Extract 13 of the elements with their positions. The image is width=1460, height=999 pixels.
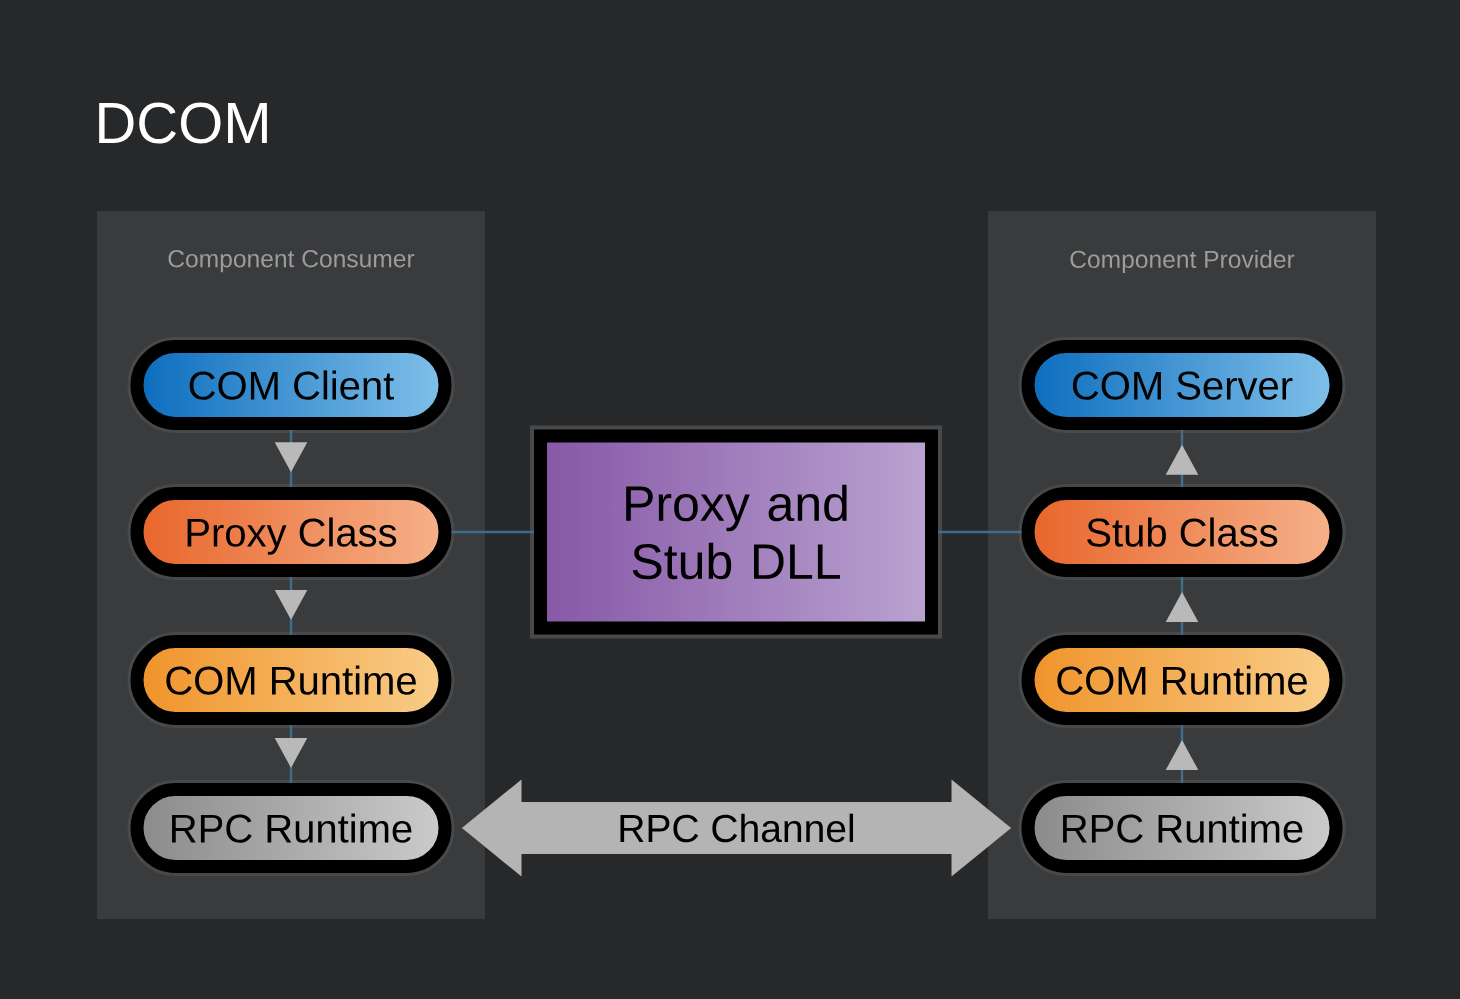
pill-box: COM Client (127, 337, 455, 433)
pill-box: Proxy Class (127, 484, 455, 580)
pill-box: COM Server (1018, 337, 1346, 433)
connector-line (451, 530, 534, 534)
pill-box: Stub Class (1018, 484, 1346, 580)
title: DCOM (99, 102, 267, 144)
process-box: Proxy and Stub DLL (530, 425, 942, 639)
pill-box: RPC Runtime (127, 780, 455, 876)
pill-box: COM Runtime (1018, 632, 1346, 728)
pill-box: RPC Runtime (1018, 780, 1346, 876)
edge-label: RPC Channel (613, 809, 860, 847)
connector-line (938, 530, 1022, 534)
pill-box: COM Runtime (127, 632, 455, 728)
